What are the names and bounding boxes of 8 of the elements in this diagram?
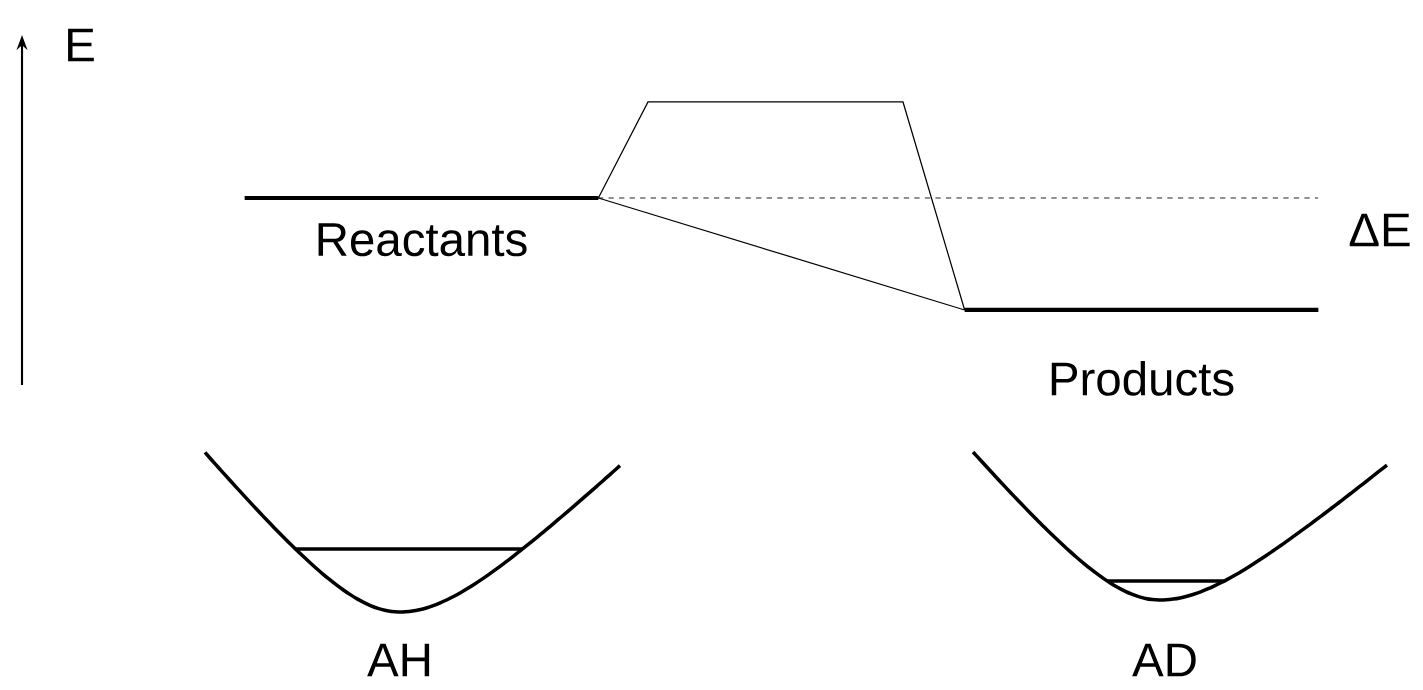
energy-level: Reactants	[244, 195, 599, 257]
reaction-path	[597, 101, 966, 311]
axis-label: E	[68, 28, 94, 62]
reaction-path	[597, 197, 966, 311]
energy-level: Products	[964, 307, 1319, 396]
energy-difference-label: ΔE	[1349, 213, 1410, 247]
well-label: AH	[367, 643, 430, 677]
well-label: AD	[1132, 643, 1196, 677]
